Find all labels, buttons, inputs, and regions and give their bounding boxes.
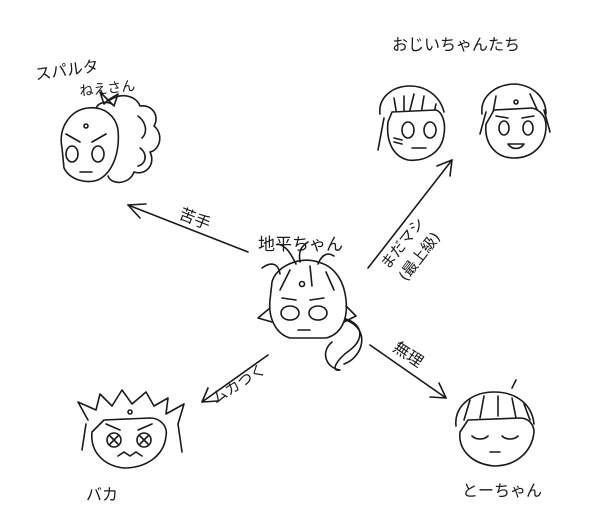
sparta-character-face	[60, 91, 161, 184]
relation-label-to-baka: ムカつく	[209, 360, 269, 407]
sparta-name-line2: ねえさん	[79, 78, 136, 100]
relation-label-to-touchan: 無理	[390, 338, 427, 372]
arrow-to-sparta	[127, 203, 249, 253]
ojii-name-label: おじいちゃんたち	[392, 35, 520, 54]
baka-name-label: バカ	[86, 485, 118, 504]
sparta-name-line1: スパルタ	[34, 56, 100, 84]
center-character-face	[257, 241, 363, 371]
arrow-to-touchan	[369, 344, 447, 399]
arrow-to-ojii	[367, 159, 453, 269]
baka-character-face	[77, 389, 185, 469]
ojii-character-face-left	[377, 85, 446, 161]
arrow-to-baka	[201, 354, 269, 403]
ojii-character-face-right	[479, 83, 551, 159]
center-name-label: 地平ちゃん	[258, 235, 343, 255]
touchan-character-face	[455, 379, 535, 467]
touchan-name-label: とーちゃん	[462, 481, 542, 500]
relation-label-to-sparta: 苦手	[177, 204, 214, 234]
